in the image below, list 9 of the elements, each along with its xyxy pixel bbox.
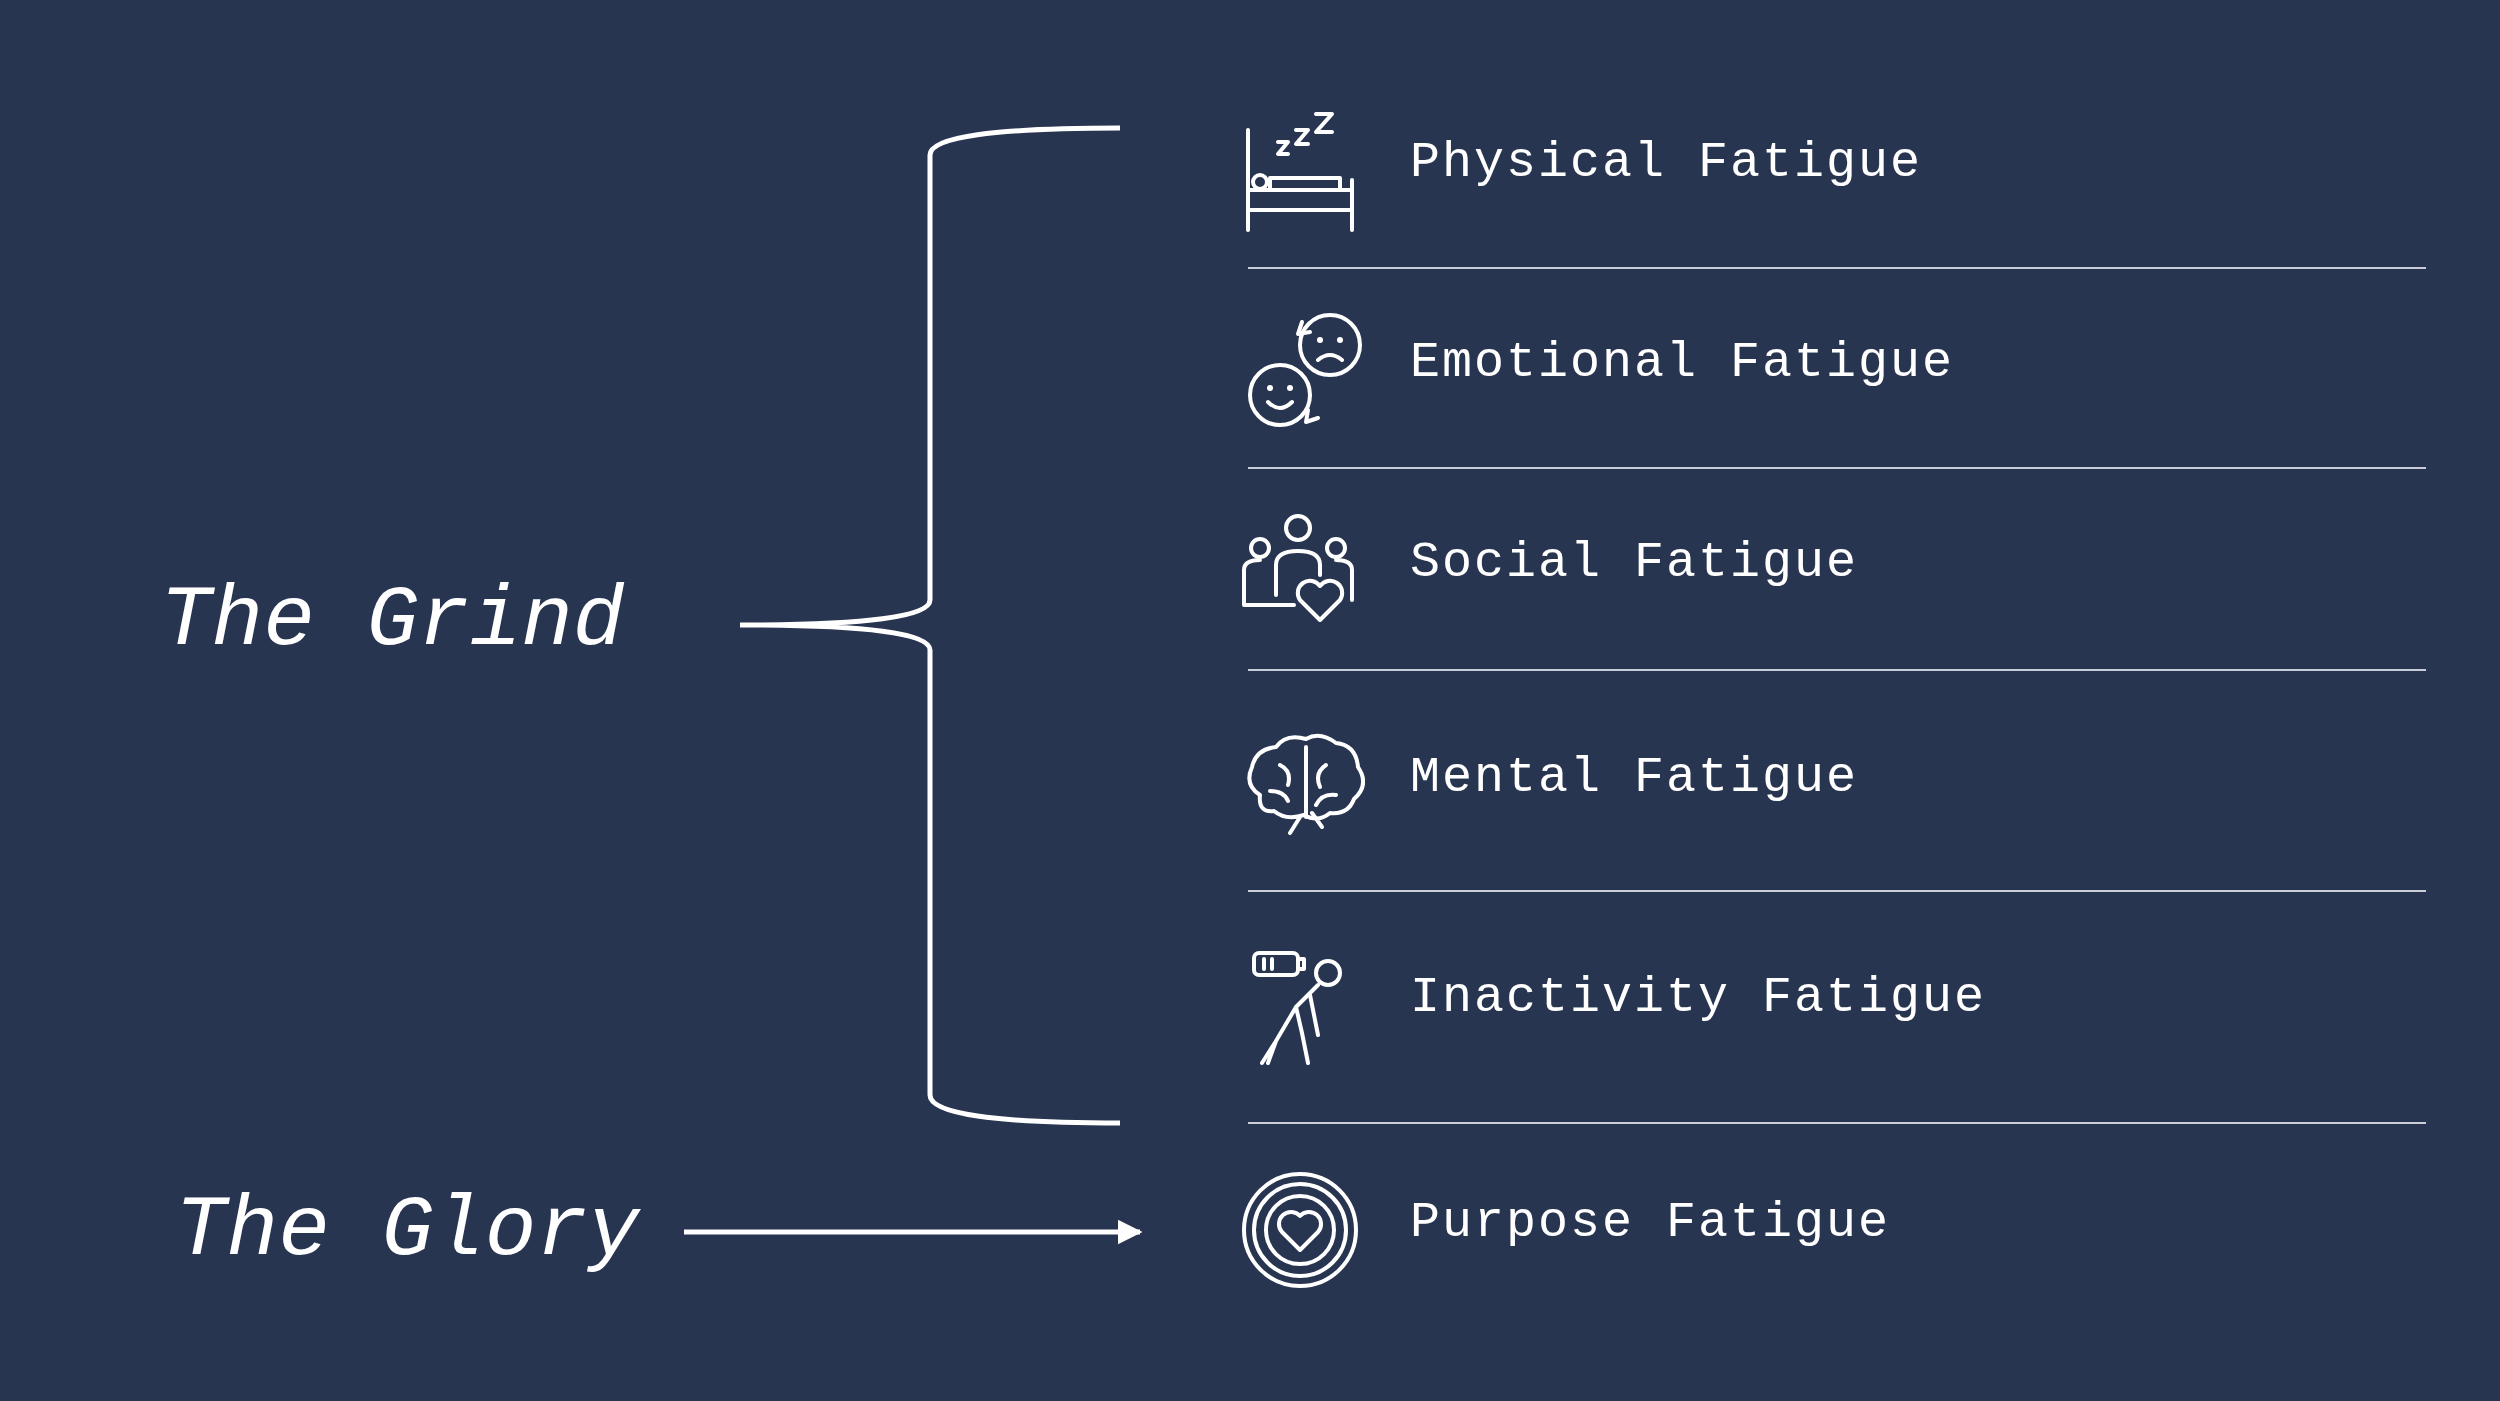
fatigue-label: Physical Fatigue — [1410, 138, 1923, 188]
fatigue-label: Social Fatigue — [1410, 538, 1859, 588]
fatigue-label: Purpose Fatigue — [1410, 1198, 1891, 1248]
group-heading: The Glory — [175, 1188, 640, 1274]
fatigue-label: Emotional Fatigue — [1410, 338, 1955, 388]
fatigue-label: Inactivity Fatigue — [1410, 973, 1987, 1023]
fatigue-label: Mental Fatigue — [1410, 753, 1859, 803]
group-heading: The Grind — [160, 578, 625, 664]
arrow — [684, 1219, 1143, 1245]
